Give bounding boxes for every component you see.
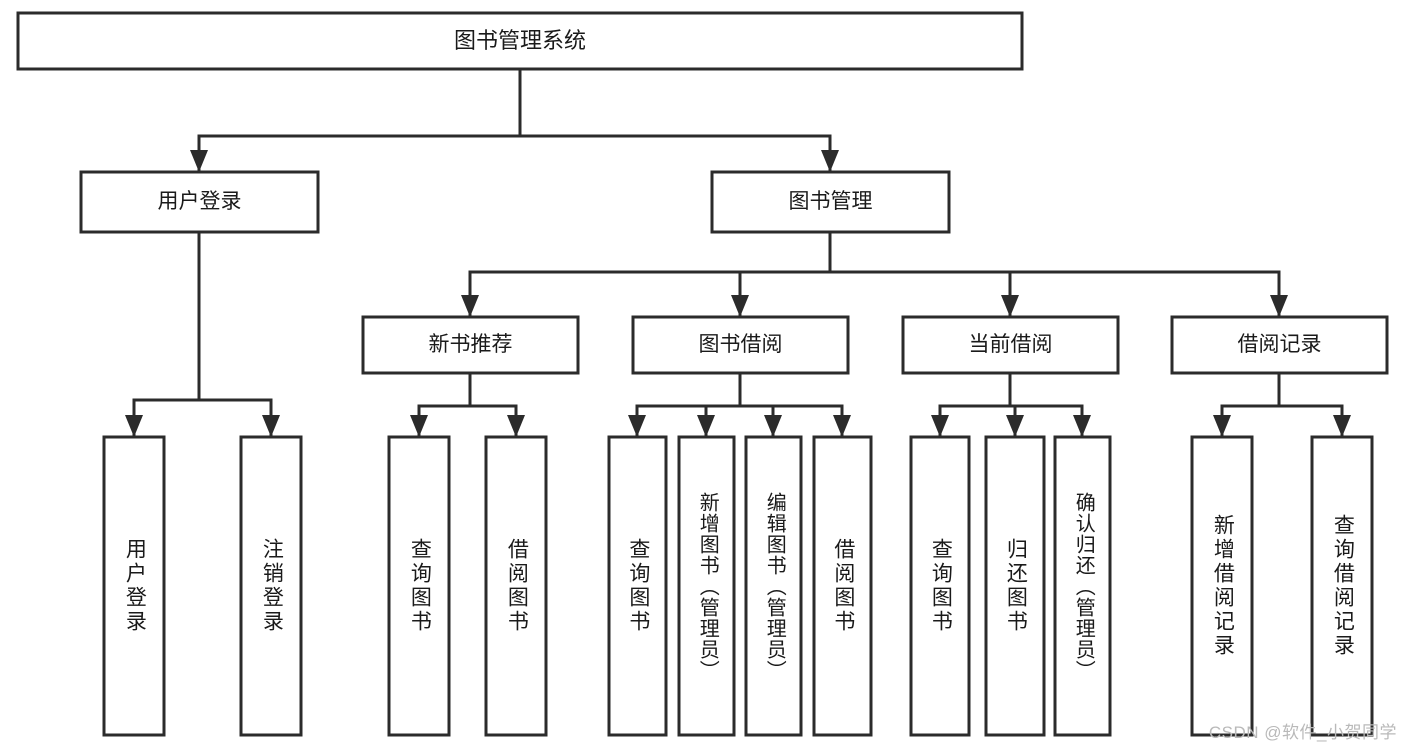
arrowhead-icon <box>125 415 143 437</box>
node-leaf-return-book-box[interactable] <box>984 435 1046 737</box>
arrowhead-icon <box>764 415 782 437</box>
arrowhead-icon <box>1270 295 1288 317</box>
node-leaf-query-book-2-box[interactable] <box>607 435 668 737</box>
node-leaf-borrow-book-1-box[interactable] <box>484 435 548 737</box>
connectors-layer <box>125 67 1351 439</box>
arrowhead-icon <box>731 295 749 317</box>
arrowhead-icon <box>1073 415 1091 437</box>
node-book-manage-box[interactable] <box>710 170 951 234</box>
arrowhead-icon <box>833 415 851 437</box>
node-leaf-logout-box[interactable] <box>239 435 303 737</box>
node-leaf-query-record-box[interactable] <box>1310 435 1374 737</box>
node-leaf-add-book-box[interactable] <box>677 435 736 737</box>
arrowhead-icon <box>461 295 479 317</box>
node-leaf-user-login-box[interactable] <box>102 435 166 737</box>
node-leaf-edit-book-box[interactable] <box>744 435 803 737</box>
arrowhead-icon <box>410 415 428 437</box>
arrowhead-icon <box>1333 415 1351 437</box>
node-book-borrow-box[interactable] <box>631 315 850 375</box>
arrowhead-icon <box>821 150 839 172</box>
arrowhead-icon <box>190 150 208 172</box>
arrowhead-icon <box>507 415 525 437</box>
arrowhead-icon <box>1213 415 1231 437</box>
node-new-book-recommend-box[interactable] <box>361 315 580 375</box>
node-leaf-add-record-box[interactable] <box>1190 435 1254 737</box>
node-user-login-box[interactable] <box>79 170 320 234</box>
arrowhead-icon <box>1001 295 1019 317</box>
node-borrow-record-box[interactable] <box>1170 315 1389 375</box>
node-leaf-query-book-3-box[interactable] <box>909 435 971 737</box>
node-current-borrow-box[interactable] <box>901 315 1120 375</box>
arrowhead-icon <box>697 415 715 437</box>
arrowhead-icon <box>931 415 949 437</box>
node-root-box[interactable] <box>16 11 1024 71</box>
arrowhead-icon <box>262 415 280 437</box>
node-leaf-query-book-1-box[interactable] <box>387 435 451 737</box>
arrowhead-icon <box>628 415 646 437</box>
arrowhead-icon <box>1006 415 1024 437</box>
watermark: CSDN @软件_小贺同学 <box>1208 723 1397 742</box>
node-leaf-confirm-return-box[interactable] <box>1053 435 1112 737</box>
node-leaf-borrow-book-2-box[interactable] <box>812 435 873 737</box>
nodes-layer <box>16 11 1389 737</box>
